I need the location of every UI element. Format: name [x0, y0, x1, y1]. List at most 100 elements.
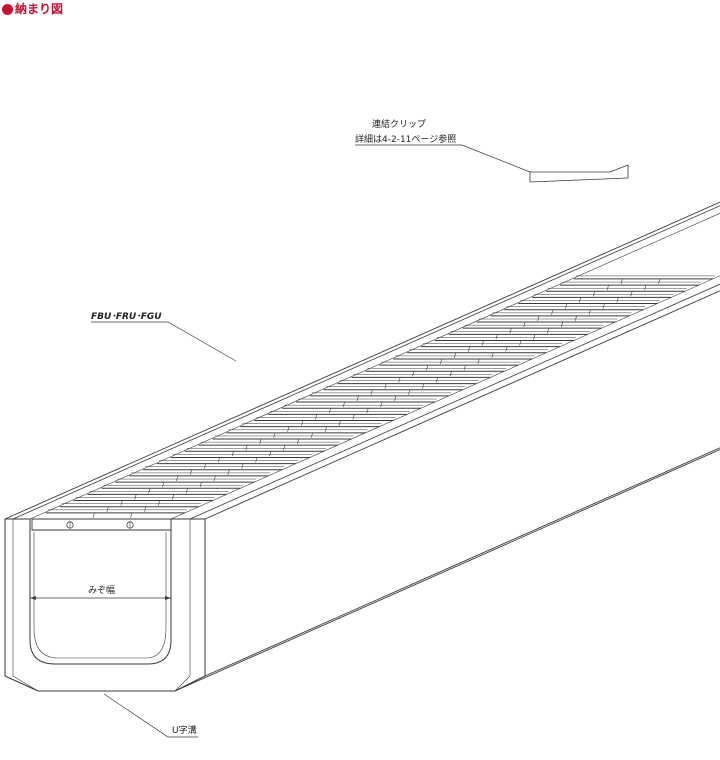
bearing-tick [537, 315, 540, 321]
bearing-tick [283, 445, 286, 451]
bearing-tick [519, 340, 522, 346]
channel-top-edge [29, 212, 720, 520]
bearing-tick [574, 315, 577, 321]
bearing-tick [408, 389, 411, 395]
bearing-tick [301, 420, 304, 426]
bearing-tick [356, 395, 359, 401]
bearing-tick [273, 432, 276, 438]
bearing-tick [199, 481, 202, 488]
channel-bottom-edge [174, 449, 720, 692]
bearing-tick [630, 291, 633, 297]
leader-lines [29, 144, 531, 738]
channel-top-edge [189, 283, 720, 520]
bearing-tick [130, 512, 133, 518]
bearing-tick [269, 451, 272, 457]
grating-bars [45, 275, 715, 518]
channel-top-edge [204, 290, 720, 520]
bearing-tick [241, 463, 244, 469]
channel-label: U字溝 [172, 724, 197, 736]
dimension-arrow-icon [30, 596, 36, 600]
bearing-tick [217, 457, 220, 463]
bearing-tick [579, 297, 582, 303]
bearing-tick [384, 383, 387, 389]
bearing-tick [190, 469, 193, 475]
channel-bottom-edge [204, 447, 720, 677]
bearing-tick [342, 401, 345, 408]
bearing-tick [547, 328, 550, 334]
bearing-tick [394, 395, 397, 401]
channel-leader-line [103, 693, 198, 738]
diagram-header: 納まり図 [2, 1, 63, 17]
bearing-tick [92, 512, 95, 518]
bearing-tick [426, 365, 429, 371]
bearing-tick [144, 506, 147, 512]
bearing-tick [588, 309, 591, 315]
channel-top-edge [4, 201, 720, 520]
bearing-tick [245, 445, 248, 451]
bearing-tick [324, 426, 327, 432]
bearing-tick [533, 334, 536, 340]
channel-top-edge [12, 205, 720, 520]
bearing-tick [477, 358, 480, 365]
bearing-tick [620, 278, 623, 285]
bearing-tick [412, 371, 415, 377]
bearing-tick [171, 494, 175, 500]
bearing-tick [213, 475, 216, 481]
bearing-tick [134, 494, 137, 500]
bearing-tick [523, 321, 526, 328]
bearing-tick [495, 334, 498, 340]
bearing-tick [287, 426, 290, 432]
u-channel-structure [4, 164, 720, 692]
bearing-tick [602, 303, 605, 309]
bearing-tick [231, 451, 234, 457]
bearing-tick [158, 500, 161, 506]
bearing-tick [120, 500, 123, 506]
bearing-tick [328, 408, 332, 414]
bearing-tick [644, 284, 647, 291]
bearing-tick [227, 469, 230, 475]
bearing-tick [467, 346, 470, 352]
dimension-arrow-icon [165, 596, 171, 600]
bearing-tick [491, 352, 494, 358]
bearing-tick [565, 303, 568, 309]
bearing-tick [255, 457, 258, 463]
bearing-tick [435, 377, 439, 383]
grating-label: FBU･FRU･FGU [91, 312, 162, 322]
bearing-tick [551, 309, 554, 315]
bearing-tick [366, 408, 369, 414]
bearing-tick [453, 352, 457, 358]
bearing-tick [162, 481, 165, 488]
bearing-tick [176, 475, 179, 481]
inner-channel-outline [33, 532, 167, 659]
bearing-tick [560, 321, 564, 328]
bearing-tick [592, 291, 595, 297]
width-label: みぞ幅 [88, 584, 115, 596]
diagram-title: 納まり図 [15, 2, 64, 16]
grating-front-face [31, 518, 172, 531]
bearing-tick [259, 438, 262, 445]
bearing-tick [606, 284, 609, 291]
bearing-tick [203, 463, 206, 469]
bearing-tick [315, 414, 318, 420]
bearing-tick [398, 377, 401, 383]
bearing-tick [352, 414, 355, 420]
bearing-tick [380, 401, 383, 408]
bearing-tick [310, 432, 313, 438]
bullet-icon [2, 3, 13, 15]
bearing-tick [296, 438, 300, 445]
bearing-tick [370, 389, 373, 395]
connecting-clip [529, 164, 629, 183]
bearing-tick [440, 358, 443, 365]
bearing-tick [148, 488, 151, 494]
grating-leader-line [91, 321, 237, 362]
bearing-tick [449, 371, 452, 377]
bearing-tick [658, 278, 661, 285]
bearing-tick [185, 488, 188, 494]
clip-label-line2: 詳細は4-2-11ページ参照 [355, 133, 456, 145]
channel-inner-edges [12, 519, 191, 692]
bearing-tick [509, 328, 512, 334]
bearing-tick [422, 383, 425, 389]
bearing-tick [106, 506, 109, 512]
bearing-tick [338, 420, 341, 426]
